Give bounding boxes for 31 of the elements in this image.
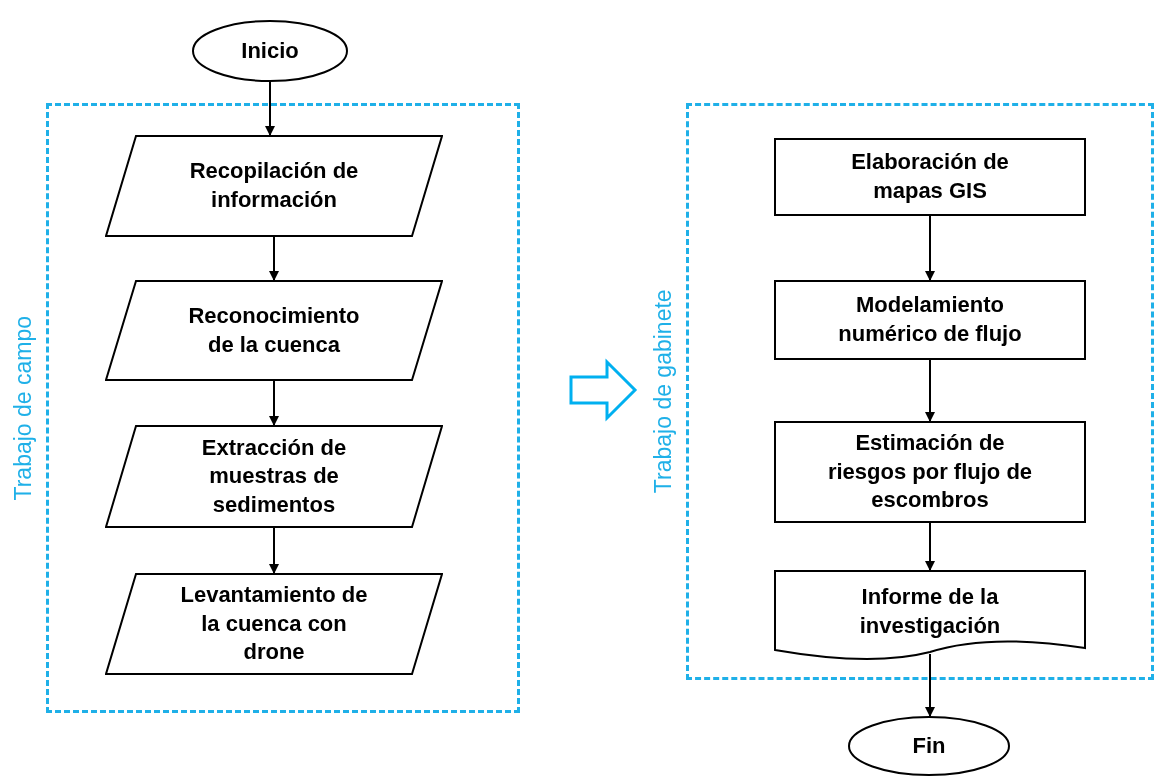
block-arrow — [569, 358, 638, 422]
arrow — [925, 522, 935, 571]
node-text: Estimación de riesgos por flujo de escombros — [826, 429, 1034, 515]
process-box — [774, 138, 1086, 216]
node-text: Informe de la investigación — [858, 583, 1002, 640]
data-parallelogram — [105, 573, 443, 675]
node-text: Modelamiento numérico de flujo — [837, 291, 1023, 348]
group-title: Trabajo de gabinete — [648, 289, 677, 494]
node-text: Recopilación de información — [188, 157, 360, 214]
terminal-ellipse — [192, 20, 348, 82]
process-box — [774, 421, 1086, 523]
arrow — [925, 215, 935, 281]
arrow — [269, 380, 279, 426]
arrow — [925, 653, 935, 717]
data-parallelogram — [105, 280, 443, 381]
arrow — [925, 359, 935, 422]
arrow — [265, 81, 275, 136]
node-text: Inicio — [240, 36, 300, 65]
terminal-ellipse — [848, 716, 1010, 776]
arrow — [269, 527, 279, 574]
document-shape — [774, 570, 1086, 662]
node-text: Elaboración de mapas GIS — [850, 148, 1010, 205]
data-parallelogram — [105, 425, 443, 528]
group-title: Trabajo de campo — [8, 315, 37, 501]
data-parallelogram — [105, 135, 443, 237]
arrow — [269, 236, 279, 281]
node-text: Extracción de muestras de sedimentos — [200, 433, 348, 519]
node-text: Levantamiento de la cuenca con drone — [179, 581, 369, 667]
node-text: Fin — [911, 731, 947, 760]
node-text: Reconocimiento de la cuenca — [187, 301, 361, 359]
process-box — [774, 280, 1086, 360]
